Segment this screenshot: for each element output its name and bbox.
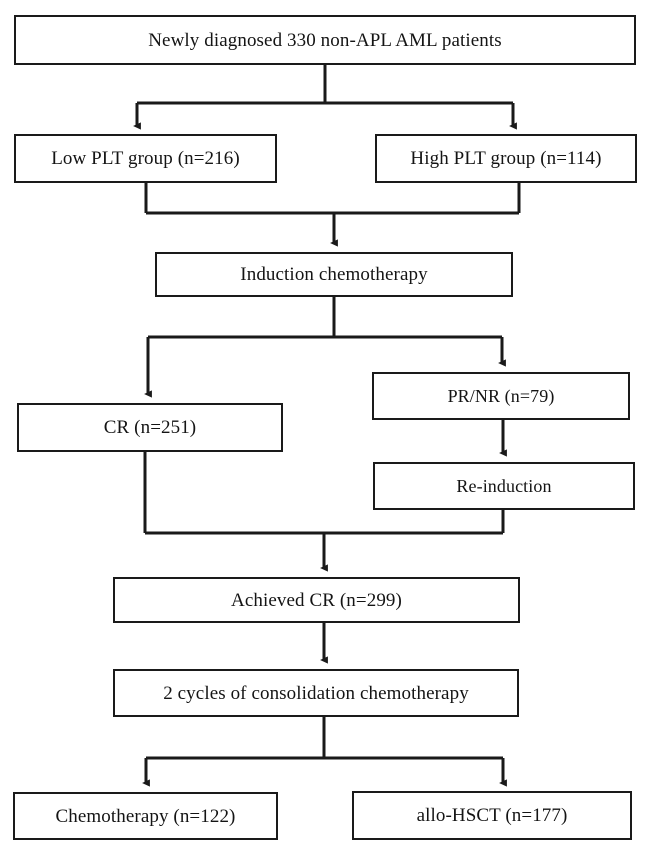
node-induction-label: Induction chemotherapy [240, 264, 428, 285]
node-high-plt-label: High PLT group (n=114) [410, 148, 602, 169]
node-consolidation-label: 2 cycles of consolidation chemotherapy [163, 682, 469, 704]
node-consolidation[interactable]: 2 cycles of consolidation chemotherapy [113, 669, 519, 717]
node-low-plt[interactable]: Low PLT group (n=216) [14, 134, 277, 183]
node-reinduction[interactable]: Re-induction [373, 462, 635, 510]
node-chemotherapy[interactable]: Chemotherapy (n=122) [13, 792, 278, 840]
node-cr[interactable]: CR (n=251) [17, 403, 283, 452]
node-reinduction-label: Re-induction [456, 476, 552, 496]
node-pr-nr-label: PR/NR (n=79) [447, 386, 555, 406]
node-cr-label: CR (n=251) [103, 417, 197, 438]
node-allo-hsct[interactable]: allo-HSCT (n=177) [352, 791, 632, 840]
node-pr-nr[interactable]: PR/NR (n=79) [372, 372, 630, 420]
node-low-plt-label: Low PLT group (n=216) [51, 148, 240, 169]
node-achieved-cr-label: Achieved CR (n=299) [231, 589, 402, 611]
node-chemotherapy-label: Chemotherapy (n=122) [55, 805, 236, 827]
node-induction[interactable]: Induction chemotherapy [155, 252, 513, 297]
node-achieved-cr[interactable]: Achieved CR (n=299) [113, 577, 520, 623]
node-allo-hsct-label: allo-HSCT (n=177) [416, 805, 568, 826]
node-cohort-label: Newly diagnosed 330 non-APL AML patients [148, 29, 502, 51]
node-cohort[interactable]: Newly diagnosed 330 non-APL AML patients [14, 15, 636, 65]
node-high-plt[interactable]: High PLT group (n=114) [375, 134, 637, 183]
